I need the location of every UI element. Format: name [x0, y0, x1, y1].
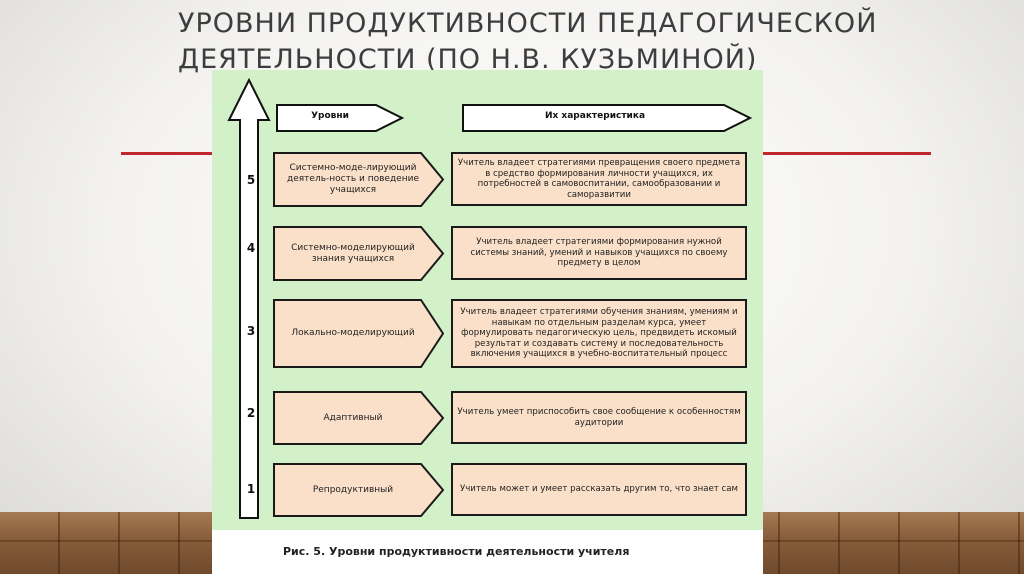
level-arrow-shape: [273, 299, 445, 368]
level-number: 4: [246, 241, 256, 255]
figure-caption: Рис. 5. Уровни продуктивности деятельнос…: [283, 545, 630, 558]
accent-line-left: [121, 152, 213, 155]
level-box: Системно-моде-лирующий деятель-ность и п…: [273, 152, 445, 207]
level-name: Системно-моде-лирующий деятель-ность и п…: [287, 163, 419, 195]
level-name: Системно-моделирующий знания учащихся: [291, 242, 415, 264]
level-description: Учитель владеет стратегиями формирования…: [451, 226, 747, 280]
header-characteristics: Их характеристика: [544, 111, 646, 121]
level-arrow-shape: [273, 152, 445, 207]
slide-title: Уровни продуктивности педагогической дея…: [178, 8, 878, 75]
level-box: Локально-моделирующий: [273, 299, 445, 368]
header-levels-box: [276, 104, 404, 132]
header-characteristics-box: [462, 104, 752, 132]
level-name: Локально-моделирующий: [291, 328, 415, 338]
level-name: Адаптивный: [323, 412, 383, 423]
level-description: Учитель владеет стратегиями обучения зна…: [451, 299, 747, 368]
header-levels: Уровни: [311, 111, 349, 121]
upward-arrow-icon: [227, 78, 271, 519]
level-box: Репродуктивный: [273, 463, 445, 517]
accent-line-right: [763, 152, 931, 155]
level-number: 1: [246, 482, 256, 496]
level-description: Учитель может и умеет рассказать другим …: [451, 463, 747, 516]
level-arrow-shape: [273, 463, 445, 517]
level-description: Учитель умеет приспособить свое сообщени…: [451, 391, 747, 444]
level-box: Адаптивный: [273, 391, 445, 445]
level-number: 3: [246, 324, 256, 338]
level-number: 5: [246, 173, 256, 187]
level-name: Репродуктивный: [312, 484, 394, 495]
level-arrow-shape: [273, 391, 445, 445]
level-arrow-shape: [273, 226, 445, 281]
level-number: 2: [246, 406, 256, 420]
level-box: Системно-моделирующий знания учащихся: [273, 226, 445, 281]
level-description: Учитель владеет стратегиями превращения …: [451, 152, 747, 206]
